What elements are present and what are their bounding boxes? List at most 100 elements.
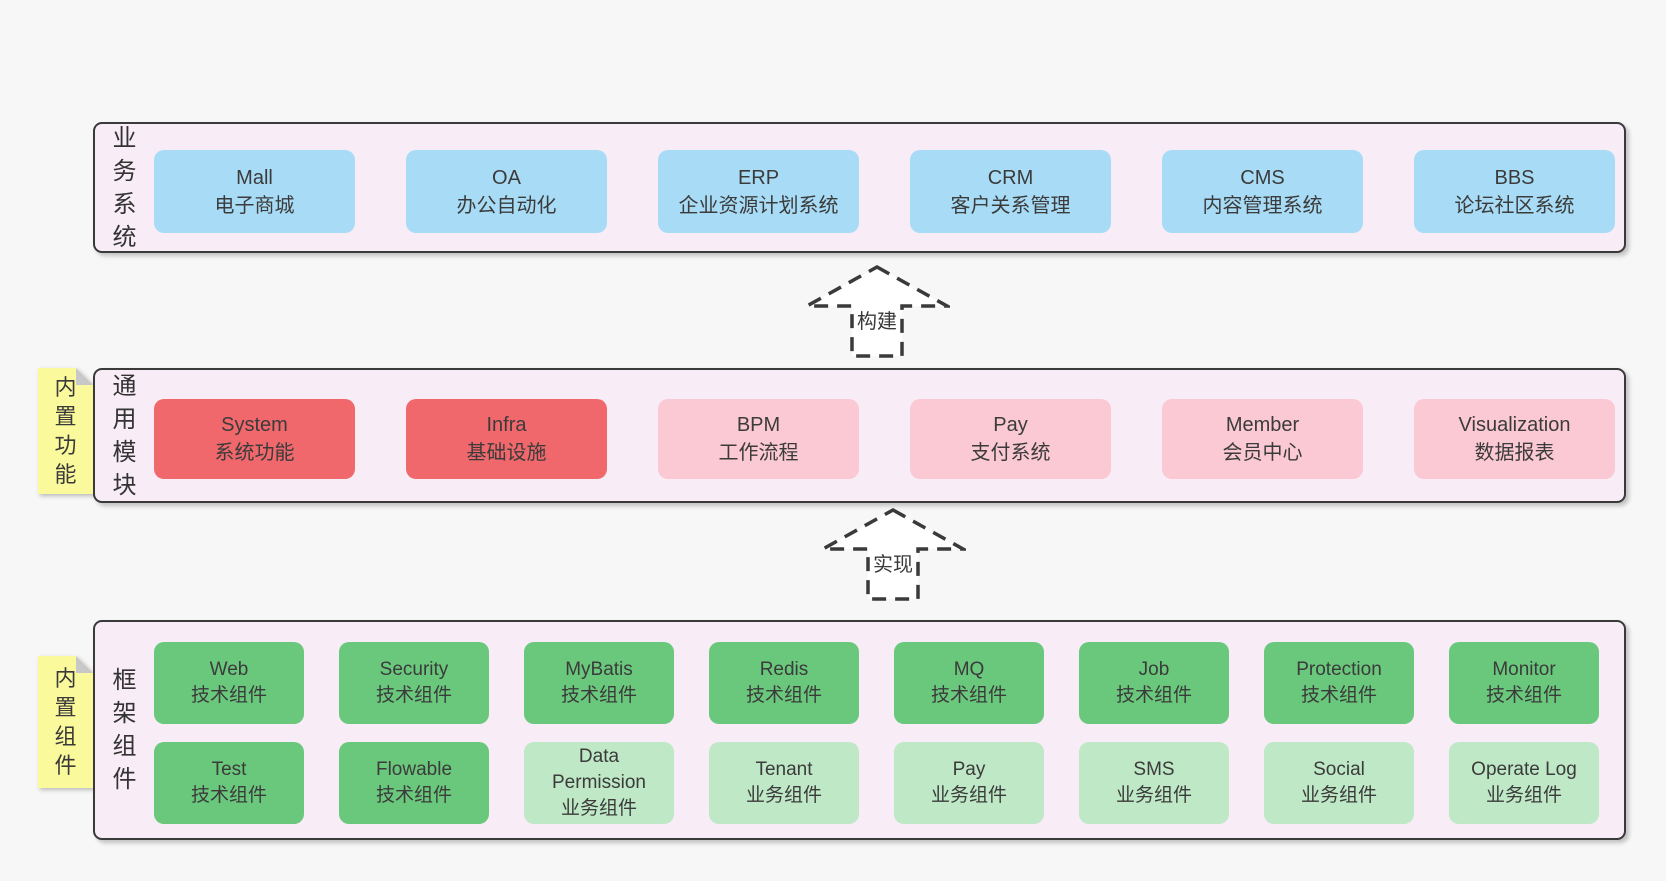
box-subtitle: 技术组件 <box>375 785 452 806</box>
box-title: CRM <box>987 166 1034 189</box>
box-subtitle: 电子商城 <box>214 194 295 217</box>
box-visualization: Visualization 数据报表 <box>1414 399 1615 479</box>
box-bpm: BPM 工作流程 <box>658 399 859 479</box>
box-system: System 系统功能 <box>154 399 355 479</box>
box-title: Mall <box>236 166 273 189</box>
box-title: Redis <box>759 659 809 680</box>
box-title: Monitor <box>1492 659 1556 680</box>
section-common-modules: 通用模块 System 系统功能 Infra 基础设施 BPM 工作流程 Pay… <box>93 368 1626 503</box>
box-title: Tenant <box>755 759 813 780</box>
box-row: Mall 电子商城 OA 办公自动化 ERP 企业资源计划系统 CRM 客户关系… <box>154 150 1615 233</box>
box-subtitle: 企业资源计划系统 <box>678 194 839 217</box>
box-monitor: Monitor 技术组件 <box>1449 642 1599 724</box>
section-business-systems: 业务系统 Mall 电子商城 OA 办公自动化 ERP 企业资源计划系统 CRM… <box>93 122 1626 253</box>
box-title: Data Permission <box>552 746 646 793</box>
box-flowable: Flowable 技术组件 <box>339 742 489 824</box>
box-subtitle: 技术组件 <box>1300 685 1377 706</box>
box-subtitle: 技术组件 <box>560 685 637 706</box>
box-social: Social 业务组件 <box>1264 742 1414 824</box>
box-subtitle: 系统功能 <box>214 442 295 464</box>
box-title: Operate Log <box>1471 759 1577 780</box>
box-subtitle: 客户关系管理 <box>950 194 1071 217</box>
box-subtitle: 业务组件 <box>1115 785 1192 806</box>
box-title: Pay <box>993 414 1028 436</box>
box-subtitle: 内容管理系统 <box>1202 194 1323 217</box>
box-subtitle: 工作流程 <box>718 442 799 464</box>
box-cms: CMS 内容管理系统 <box>1162 150 1363 233</box>
box-title: System <box>221 414 288 436</box>
box-security: Security 技术组件 <box>339 642 489 724</box>
box-subtitle: 技术组件 <box>190 685 267 706</box>
section-framework-components: 框架组件 Web 技术组件 Security 技术组件 MyBatis 技术组件… <box>93 620 1626 840</box>
section-label: 通用模块 <box>112 372 137 499</box>
sticky-note: 内置功能 <box>38 368 93 494</box>
box-title: ERP <box>737 166 780 189</box>
sticky-note-built-in-functions: 内置功能 <box>38 368 93 494</box>
box-subtitle: 技术组件 <box>1485 685 1562 706</box>
box-subtitle: 支付系统 <box>970 442 1051 464</box>
box-subtitle: 论坛社区系统 <box>1454 194 1575 217</box>
box-title: Flowable <box>375 759 453 780</box>
box-title: BBS <box>1494 166 1535 189</box>
box-infra: Infra 基础设施 <box>406 399 607 479</box>
box-protection: Protection 技术组件 <box>1264 642 1414 724</box>
box-title: Security <box>379 659 449 680</box>
box-title: Social <box>1313 759 1365 780</box>
box-oa: OA 办公自动化 <box>406 150 607 233</box>
section-label: 业务系统 <box>112 124 137 251</box>
box-subtitle: 业务组件 <box>560 798 637 819</box>
box-subtitle: 数据报表 <box>1474 442 1555 464</box>
box-subtitle: 技术组件 <box>1115 685 1192 706</box>
box-subtitle: 办公自动化 <box>456 194 557 217</box>
box-subtitle: 业务组件 <box>930 785 1007 806</box>
box-row: Test 技术组件 Flowable 技术组件 Data Permission … <box>154 742 1599 824</box>
arrow-implement-up: 实现 <box>820 507 966 603</box>
box-test: Test 技术组件 <box>154 742 304 824</box>
box-title: Web <box>209 659 249 680</box>
box-operate-log: Operate Log 业务组件 <box>1449 742 1599 824</box>
box-title: Visualization <box>1458 414 1571 436</box>
sticky-note-built-in-components: 内置组件 <box>38 656 93 788</box>
box-title: MyBatis <box>565 659 633 680</box>
box-title: Test <box>211 759 247 780</box>
box-row: System 系统功能 Infra 基础设施 BPM 工作流程 Pay 支付系统… <box>154 399 1615 479</box>
box-subtitle: 技术组件 <box>375 685 452 706</box>
box-mybatis: MyBatis 技术组件 <box>524 642 674 724</box>
box-title: Pay <box>952 759 986 780</box>
box-tenant: Tenant 业务组件 <box>709 742 859 824</box>
box-title: Job <box>1138 659 1170 680</box>
section-label: 框架组件 <box>112 667 137 793</box>
arrow-label: 实现 <box>870 548 916 577</box>
box-data-permission: Data Permission 业务组件 <box>524 742 674 824</box>
box-subtitle: 业务组件 <box>1300 785 1377 806</box>
sticky-note-label: 内置功能 <box>54 375 77 487</box>
box-bbs: BBS 论坛社区系统 <box>1414 150 1615 233</box>
sticky-note: 内置组件 <box>38 656 93 788</box>
box-title: SMS <box>1133 759 1175 780</box>
box-title: Infra <box>486 414 527 436</box>
box-member: Member 会员中心 <box>1162 399 1363 479</box>
box-mq: MQ 技术组件 <box>894 642 1044 724</box>
box-sms: SMS 业务组件 <box>1079 742 1229 824</box>
box-erp: ERP 企业资源计划系统 <box>658 150 859 233</box>
box-subtitle: 技术组件 <box>745 685 822 706</box>
box-subtitle: 会员中心 <box>1222 442 1303 464</box>
box-mall: Mall 电子商城 <box>154 150 355 233</box>
box-job: Job 技术组件 <box>1079 642 1229 724</box>
box-title: BPM <box>736 414 781 436</box>
box-title: OA <box>492 166 521 189</box>
box-title: CMS <box>1240 166 1285 189</box>
box-pay: Pay 支付系统 <box>910 399 1111 479</box>
box-row: Web 技术组件 Security 技术组件 MyBatis 技术组件 Redi… <box>154 642 1599 724</box>
box-subtitle: 技术组件 <box>930 685 1007 706</box>
box-subtitle: 业务组件 <box>1485 785 1562 806</box>
box-title: Member <box>1225 414 1300 436</box>
box-web: Web 技术组件 <box>154 642 304 724</box>
box-subtitle: 基础设施 <box>466 442 547 464</box>
box-subtitle: 技术组件 <box>190 785 267 806</box>
box-redis: Redis 技术组件 <box>709 642 859 724</box>
box-title: Protection <box>1296 659 1382 680</box>
box-crm: CRM 客户关系管理 <box>910 150 1111 233</box>
box-pay-business: Pay 业务组件 <box>894 742 1044 824</box>
